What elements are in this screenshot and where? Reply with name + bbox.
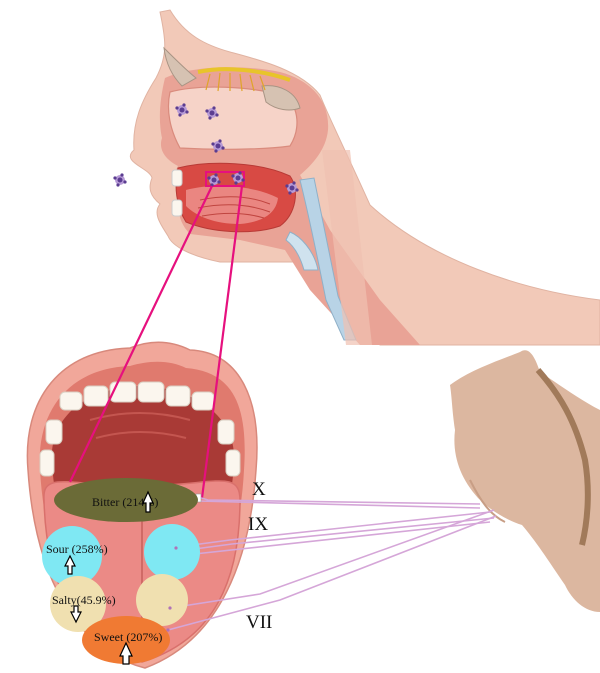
brainstem (450, 350, 600, 612)
region-sour-right (144, 524, 200, 580)
region-sweet: Sweet (207%) (82, 616, 170, 664)
region-sweet-label: Sweet (207%) (94, 630, 162, 644)
region-bitter: Bitter (214%) (54, 478, 198, 522)
nerve-label-ix: IX (248, 514, 268, 535)
nerve-label-x: X (252, 479, 266, 500)
nerve-label-vii: VII (246, 612, 272, 633)
head-sagittal-section (130, 10, 600, 345)
region-salty-label: Salty(45.9%) (52, 593, 116, 607)
region-sour-label: Sour (258%) (46, 542, 108, 556)
